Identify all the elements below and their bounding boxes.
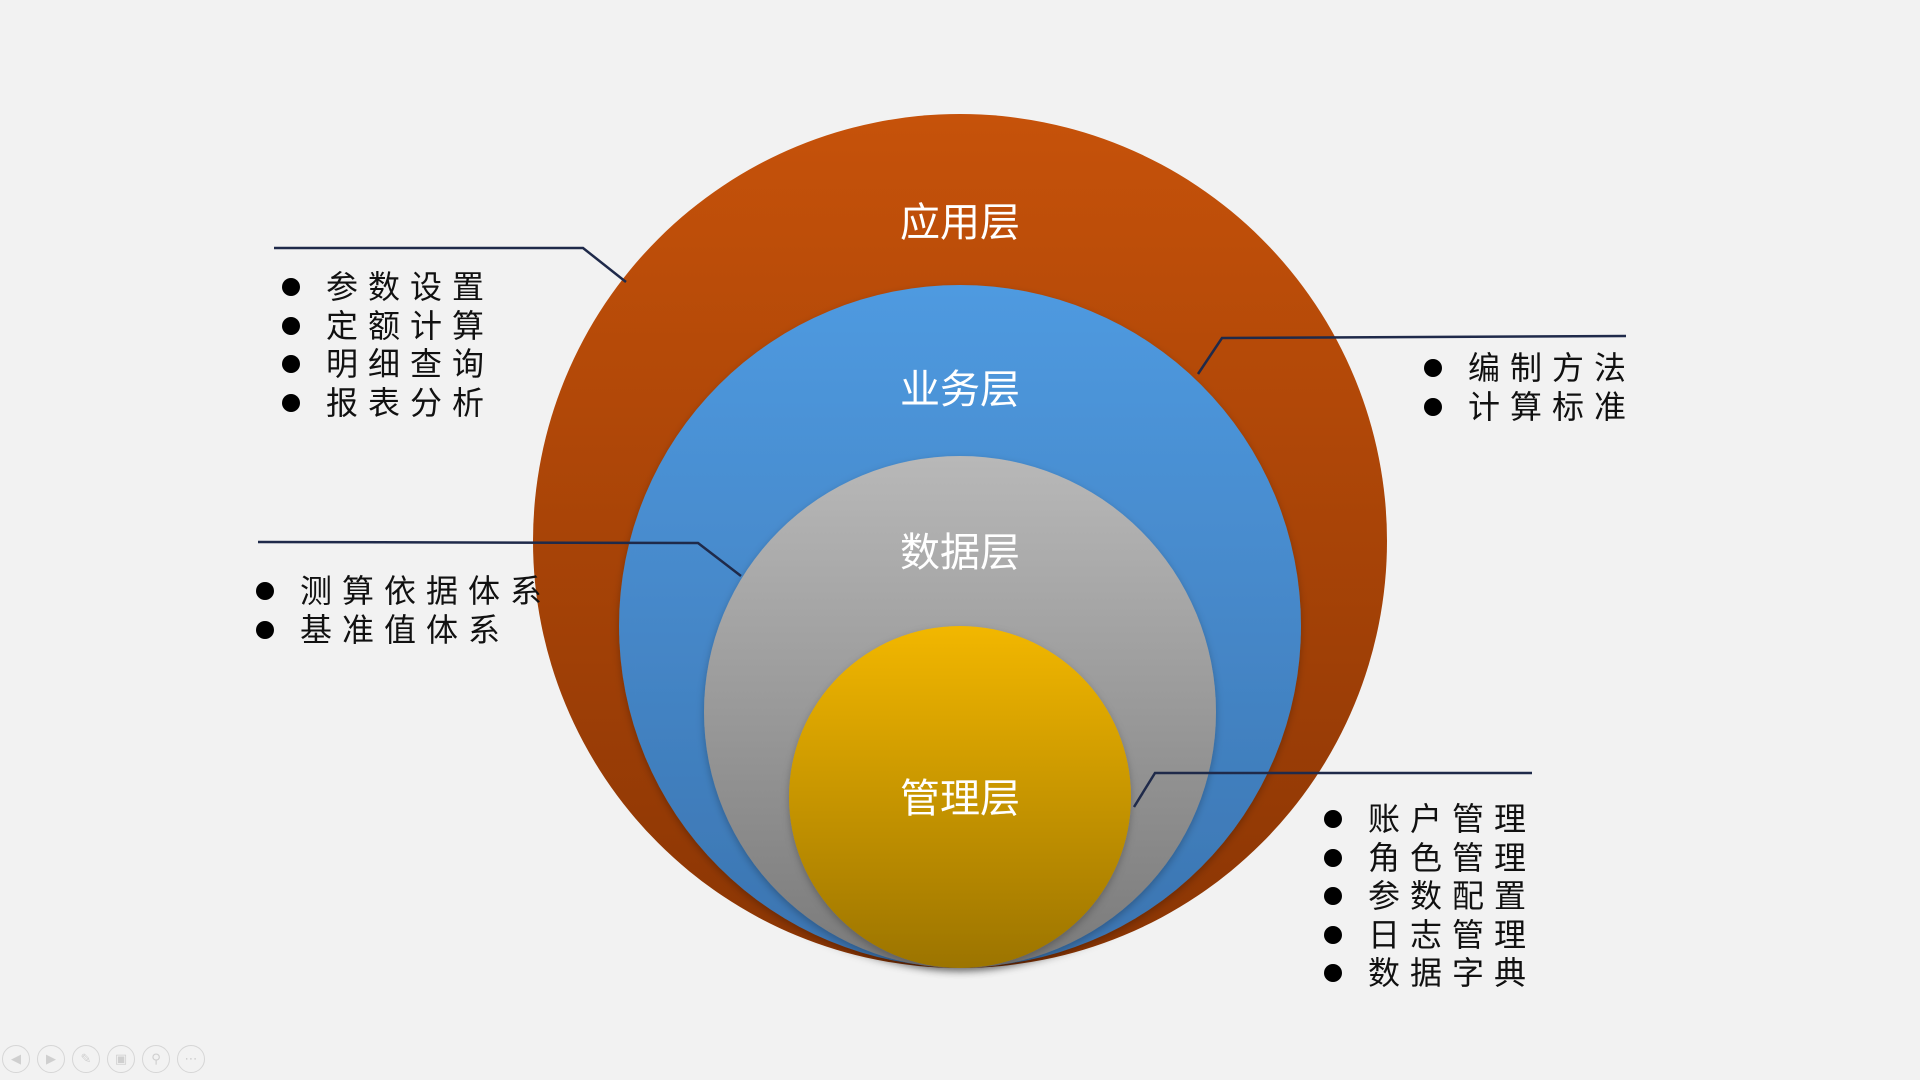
- list-item: 日志管理: [1324, 916, 1536, 955]
- bullet-icon: [1324, 925, 1342, 944]
- list-item: 报表分析: [282, 384, 494, 423]
- management-callout-line: [1132, 771, 1532, 808]
- list-item: 编制方法: [1424, 349, 1636, 388]
- bullet-icon: [282, 355, 300, 374]
- list-item: 定额计算: [282, 307, 494, 346]
- business-layer-label: 业务层: [900, 367, 1020, 413]
- bullet-icon: [1324, 887, 1342, 906]
- slides-icon[interactable]: ▣: [107, 1045, 135, 1073]
- list-item: 角色管理: [1324, 839, 1536, 878]
- data-callout-list: 测算依据体系 基准值体系: [256, 572, 552, 649]
- next-icon[interactable]: ▶: [37, 1045, 65, 1073]
- bullet-icon: [282, 278, 300, 297]
- list-item: 测算依据体系: [256, 572, 552, 611]
- bullet-icon: [282, 316, 300, 335]
- management-layer-label: 管理层: [900, 776, 1020, 822]
- bullet-icon: [1324, 810, 1342, 829]
- data-callout-line: [257, 540, 742, 577]
- list-item: 参数配置: [1324, 877, 1536, 916]
- zoom-icon[interactable]: ⚲: [142, 1045, 170, 1073]
- data-layer-label: 数据层: [900, 530, 1020, 576]
- bullet-icon: [1424, 359, 1442, 378]
- bullet-icon: [282, 393, 300, 412]
- bullet-icon: [1324, 964, 1342, 983]
- management-callout-list: 账户管理 角色管理 参数配置 日志管理 数据字典: [1324, 800, 1536, 993]
- list-item: 账户管理: [1324, 800, 1536, 839]
- pen-icon[interactable]: ✎: [72, 1045, 100, 1073]
- more-icon[interactable]: ⋯: [177, 1045, 205, 1073]
- list-item: 参数设置: [282, 268, 494, 307]
- bullet-icon: [256, 620, 274, 639]
- prev-icon[interactable]: ◀: [2, 1045, 30, 1073]
- application-callout-line: [274, 246, 627, 283]
- list-item: 明细查询: [282, 345, 494, 384]
- application-callout-list: 参数设置 定额计算 明细查询 报表分析: [282, 268, 494, 422]
- business-callout-line: [1196, 334, 1627, 375]
- application-layer-label: 应用层: [900, 200, 1020, 246]
- list-item: 计算标准: [1424, 388, 1636, 427]
- list-item: 基准值体系: [256, 611, 552, 650]
- list-item: 数据字典: [1324, 954, 1536, 993]
- business-callout-list: 编制方法 计算标准: [1424, 349, 1636, 426]
- slide-controls: ◀ ▶ ✎ ▣ ⚲ ⋯: [2, 1045, 205, 1073]
- bullet-icon: [1424, 397, 1442, 416]
- bullet-icon: [1324, 848, 1342, 867]
- management-layer-circle: [789, 626, 1131, 968]
- bullet-icon: [256, 582, 274, 601]
